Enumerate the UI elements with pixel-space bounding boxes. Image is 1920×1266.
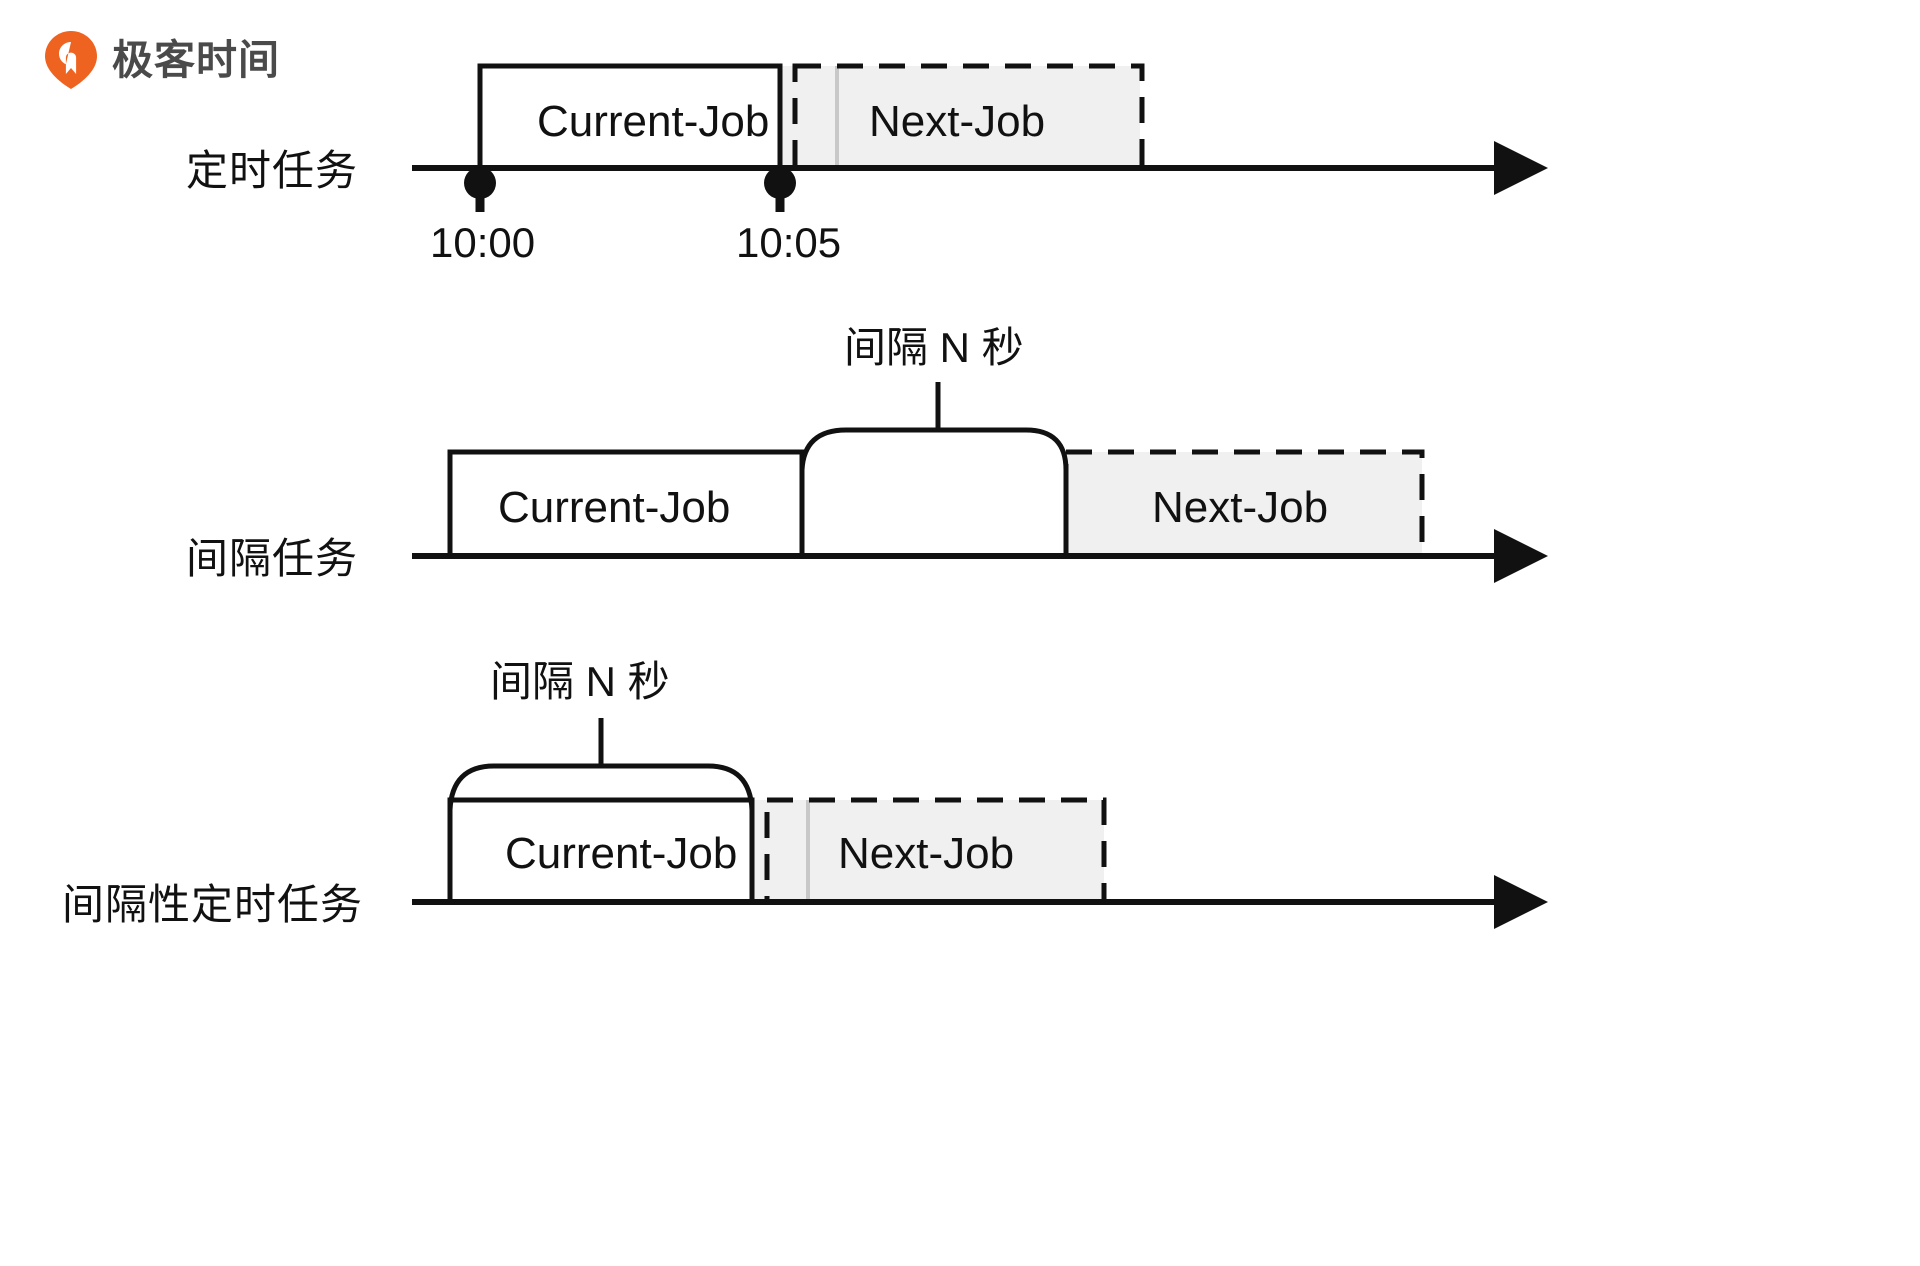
interval-brace-row2: [799, 427, 1069, 556]
interval-label-row3: 间隔 N 秒: [490, 658, 670, 705]
row-interval-task: [412, 382, 1548, 583]
tick-label-1005: 10:05: [736, 219, 842, 266]
next-job-label-row3: Next-Job: [838, 829, 1015, 878]
next-job-label-row2: Next-Job: [1152, 483, 1329, 532]
current-job-label-row1: Current-Job: [537, 97, 770, 146]
next-job-label-row1: Next-Job: [869, 97, 1046, 146]
brand-name: 极客时间: [112, 36, 280, 83]
interval-label-row2: 间隔 N 秒: [844, 324, 1024, 371]
tick-label-1000: 10:00: [430, 219, 536, 266]
row-label-interval-scheduled-task: 间隔性定时任务: [62, 881, 364, 928]
row-scheduled-task: [412, 63, 1548, 212]
gap-band-row3: [752, 800, 1104, 902]
geektime-pin-logo-icon: [44, 30, 98, 90]
next-job-box-row1: [792, 63, 1145, 171]
time-marker-1005: [764, 167, 796, 212]
current-job-label-row2: Current-Job: [498, 483, 731, 532]
current-job-label-row3: Current-Job: [505, 829, 738, 878]
time-marker-1000: [464, 167, 496, 212]
gap-band-row1: [780, 66, 1140, 168]
brand-logo: 极客时间: [44, 30, 280, 90]
next-job-fill-row2: [1066, 452, 1422, 556]
row-label-scheduled-task: 定时任务: [186, 147, 359, 194]
current-job-box-row1: [477, 63, 783, 171]
row-interval-scheduled-task: [412, 718, 1548, 929]
current-job-box-row3: [447, 797, 755, 905]
row-label-interval-task: 间隔任务: [186, 535, 359, 582]
